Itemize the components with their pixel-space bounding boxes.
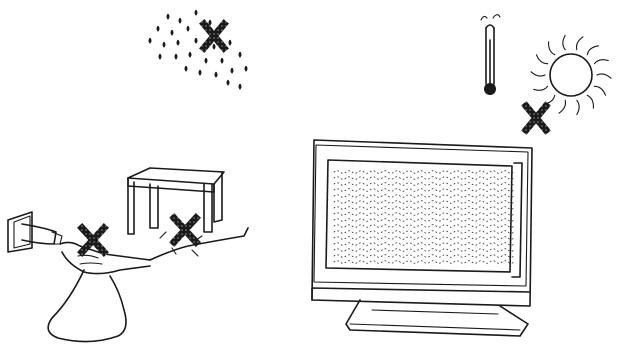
screen-static-line [334, 237, 514, 240]
screen-static-line [334, 195, 514, 198]
screen-static-line [334, 261, 514, 264]
screen-static-line [334, 243, 514, 246]
sun-ray [587, 46, 598, 55]
raindrop [157, 26, 159, 31]
sun-ray [531, 72, 545, 76]
raindrop [221, 58, 223, 63]
raindrop [239, 84, 241, 89]
screen-static-line [334, 207, 514, 210]
raindrop [149, 38, 151, 43]
cord-under-table [150, 228, 248, 260]
sun-ray [549, 42, 555, 55]
sun-ray [537, 55, 548, 64]
raindrop [239, 52, 241, 57]
screen-static-line [334, 213, 514, 216]
raindrop [163, 42, 165, 47]
rain-icon [149, 10, 247, 89]
raindrop [213, 44, 215, 49]
raindrop [167, 14, 169, 19]
raindrop [227, 80, 229, 85]
screen-static-line [334, 189, 514, 192]
raindrop [205, 58, 207, 63]
sun-ray [594, 86, 605, 95]
raindrop [189, 52, 191, 57]
television-icon [312, 140, 532, 336]
screen-static-line [334, 219, 514, 222]
sun-icon [531, 35, 611, 114]
raindrop [179, 18, 181, 23]
raindrop [185, 66, 187, 71]
power-cord-icon [48, 270, 126, 342]
cord-prohibited-cross [82, 228, 104, 252]
raindrop [159, 54, 161, 59]
hand-pulling-cord-icon [60, 242, 150, 273]
sun-ray [534, 86, 548, 90]
screen-static-line [334, 255, 514, 258]
screen-static-line [334, 171, 514, 174]
table-prohibited-cross [174, 218, 196, 242]
sun-ray [587, 95, 593, 108]
raindrop [199, 70, 201, 75]
screen-static-line [334, 177, 514, 180]
raindrop [175, 54, 177, 59]
raindrop [177, 40, 179, 45]
screen-static-line [334, 183, 514, 186]
heat-prohibited-cross [526, 106, 546, 130]
sun-ray [576, 37, 583, 50]
screen-static-line [334, 201, 514, 204]
sun-ray [563, 35, 565, 49]
raindrop [215, 72, 217, 77]
raindrop [195, 10, 197, 15]
sun-ray [597, 74, 611, 78]
screen-static-line [334, 231, 514, 234]
screen-static-line [334, 249, 514, 252]
sun-ray [594, 60, 608, 64]
raindrop [171, 30, 173, 35]
raindrop [209, 20, 211, 25]
screen-static-line [334, 225, 514, 228]
raindrop [231, 68, 233, 73]
raindrop [229, 40, 231, 45]
sun-ray [559, 100, 566, 113]
raindrop [187, 26, 189, 31]
thermometer-icon [481, 15, 500, 95]
sun-ray [577, 100, 579, 114]
wall-socket-icon [8, 212, 62, 252]
raindrop [245, 66, 247, 71]
raindrop [195, 38, 197, 43]
